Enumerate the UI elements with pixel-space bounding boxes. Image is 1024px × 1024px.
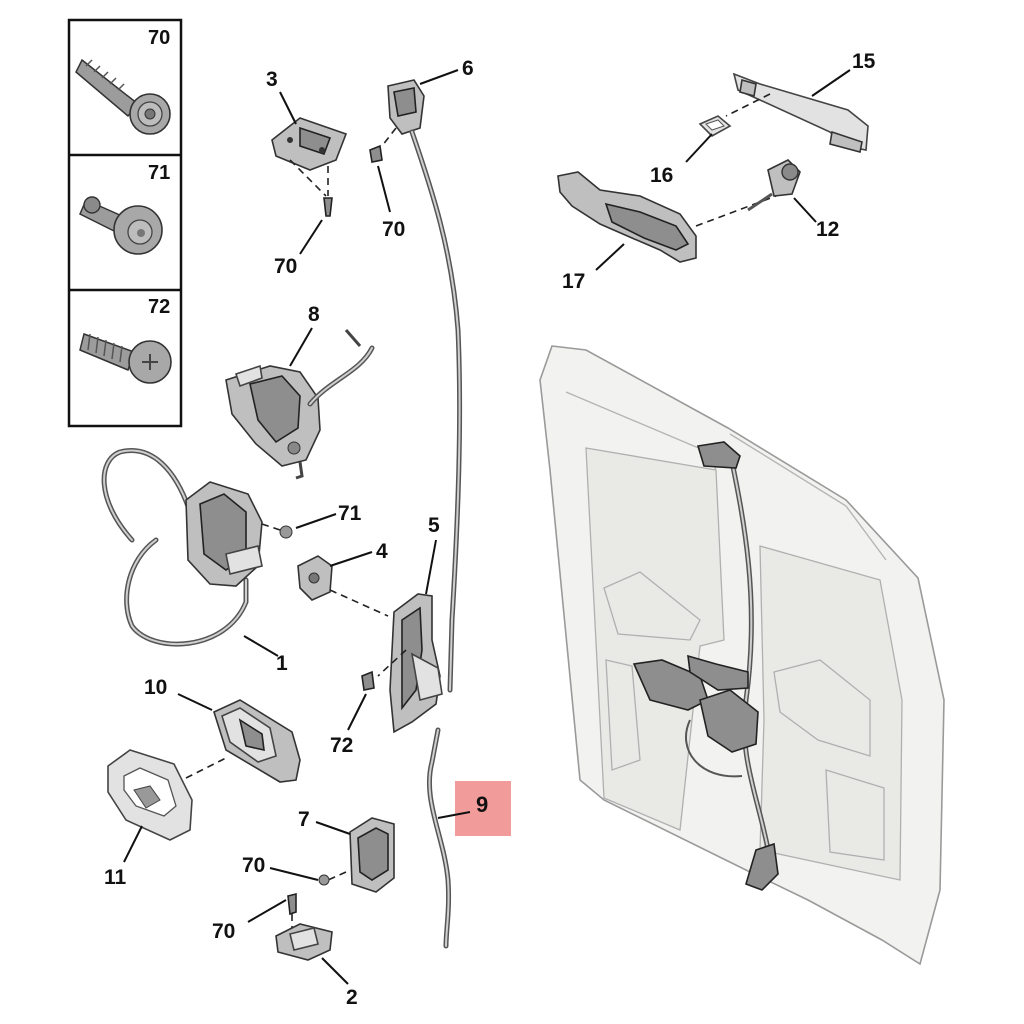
highlight-box-9 (455, 781, 511, 836)
part-8-lock-assembly (225, 329, 375, 480)
fastener-legend: 70 71 72 (67, 18, 183, 428)
callout-16: 16 (650, 164, 673, 187)
leader-16 (685, 133, 713, 163)
callout-72: 72 (330, 734, 353, 757)
leader-6 (419, 69, 459, 85)
part-15-outer-handle (732, 72, 869, 153)
leader-70-b (377, 165, 391, 213)
screw-72 (361, 670, 375, 691)
leader-3 (279, 91, 297, 125)
part-12-lock-cylinder (747, 159, 801, 212)
part-5-inner-lever (377, 593, 443, 734)
leader-8 (289, 327, 313, 367)
part-10-inner-handle (213, 699, 301, 783)
callout-70-b: 70 (382, 218, 405, 241)
rear-door-panel (539, 345, 945, 966)
callout-12: 12 (816, 218, 839, 241)
leader-2 (321, 957, 349, 985)
screw-70-c (318, 874, 330, 886)
leader-70-c (269, 867, 319, 881)
callout-4: 4 (376, 540, 388, 563)
leader-9 (437, 811, 471, 819)
leader-4 (329, 551, 373, 567)
callout-1: 1 (276, 652, 288, 675)
leader-10 (177, 693, 213, 711)
leader-7 (315, 821, 351, 835)
callout-71: 71 (338, 502, 362, 525)
dash-10-11 (185, 757, 227, 779)
callout-7: 7 (298, 808, 310, 831)
part-16-gasket (698, 93, 771, 137)
part-1-lock-with-cable (101, 448, 281, 647)
part-2-striker (275, 892, 333, 961)
part-9-cable (426, 727, 452, 949)
part-11-bezel (107, 749, 193, 841)
part-17-handle-carrier (557, 171, 777, 263)
legend-label-70: 70 (148, 27, 170, 49)
leader-72 (347, 693, 367, 731)
callout-70-d: 70 (212, 920, 235, 943)
part-4-bracket (297, 555, 389, 617)
part-3-bracket (271, 117, 348, 217)
screw-71 (279, 525, 293, 539)
leader-11 (123, 825, 143, 863)
part-7-lower-latch (327, 817, 395, 893)
callout-70-a: 70 (274, 255, 297, 278)
leader-70-a (299, 219, 323, 255)
leader-12 (793, 197, 817, 223)
callout-3: 3 (266, 68, 278, 91)
legend-label-71: 71 (148, 162, 170, 184)
callout-6: 6 (462, 57, 474, 80)
callout-15: 15 (852, 50, 876, 73)
callout-10: 10 (144, 676, 167, 699)
leader-70-d (247, 899, 287, 923)
flange-screw-icon (75, 58, 171, 135)
callout-11: 11 (104, 866, 127, 889)
legend-label-72: 72 (148, 296, 170, 318)
leader-71 (295, 513, 337, 529)
leader-5 (425, 539, 437, 595)
callout-2: 2 (346, 986, 358, 1009)
leader-1 (243, 635, 279, 657)
shoulder-bolt-icon (79, 196, 163, 255)
callout-17: 17 (562, 270, 585, 293)
leader-15 (811, 69, 851, 97)
callout-9: 9 (476, 792, 488, 817)
tapping-screw-icon (79, 333, 172, 384)
part-6-upper-lock (369, 79, 463, 693)
callout-8: 8 (308, 303, 320, 326)
leader-17 (595, 243, 625, 271)
callout-70-c: 70 (242, 854, 265, 877)
callout-5: 5 (428, 514, 440, 537)
